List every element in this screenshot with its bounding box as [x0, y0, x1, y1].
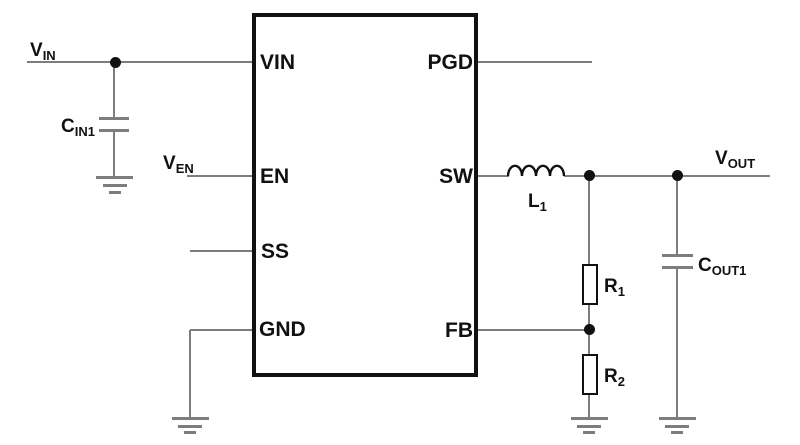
wire-cout1-bottom	[676, 268, 678, 418]
wire-sw-to-vout	[564, 175, 770, 177]
wire-ss	[190, 250, 252, 252]
vin-net-label: VIN	[30, 40, 56, 63]
wire-sw-left	[478, 175, 509, 177]
ic-pin-label-fb: FB	[445, 319, 473, 342]
cin1-plate-bottom	[99, 129, 129, 132]
resistor-r2-symbol	[582, 354, 598, 395]
ic-pin-label-en: EN	[260, 165, 290, 188]
wire-r1-to-fb	[588, 304, 590, 331]
wire-gnd-horizontal	[190, 329, 252, 331]
wire-pgd	[478, 61, 592, 63]
cout1-plate-bottom	[662, 266, 693, 269]
wire-en	[187, 175, 252, 177]
junction-dot-vout	[672, 170, 683, 181]
r2-label: R2	[604, 366, 625, 389]
wire-r1-top	[588, 176, 590, 265]
wire-vin	[27, 61, 252, 63]
ven-net-label: VEN	[163, 153, 194, 176]
cin1-plate-top	[99, 117, 129, 120]
wire-cout1-top	[676, 176, 678, 254]
cout1-plate-top	[662, 254, 693, 257]
r1-label: R1	[604, 276, 625, 299]
resistor-r1-symbol	[582, 264, 598, 305]
l1-label: L1	[528, 191, 547, 214]
ic-body	[252, 13, 478, 377]
inductor-symbol	[507, 164, 565, 177]
junction-dot-sw	[584, 170, 595, 181]
wire-r2-top	[588, 331, 590, 354]
wire-cin1-bottom	[113, 131, 115, 177]
cin1-label: CIN1	[61, 116, 95, 139]
ic-pin-label-vin: VIN	[260, 51, 296, 74]
ic-pin-label-sw: SW	[439, 165, 473, 188]
wire-cin1-top	[113, 62, 115, 119]
junction-dot-fb	[584, 324, 595, 335]
wire-r2-bottom	[588, 394, 590, 418]
ic-pin-label-pgd: PGD	[427, 51, 473, 74]
cout1-label: COUT1	[698, 255, 747, 278]
ic-pin-label-gnd: GND	[259, 318, 306, 341]
ic-pin-label-ss: SS	[261, 240, 290, 263]
junction-dot-vin	[110, 57, 121, 68]
wire-fb	[478, 329, 590, 331]
wire-gnd-vertical	[189, 330, 191, 418]
vout-net-label: VOUT	[715, 148, 756, 171]
